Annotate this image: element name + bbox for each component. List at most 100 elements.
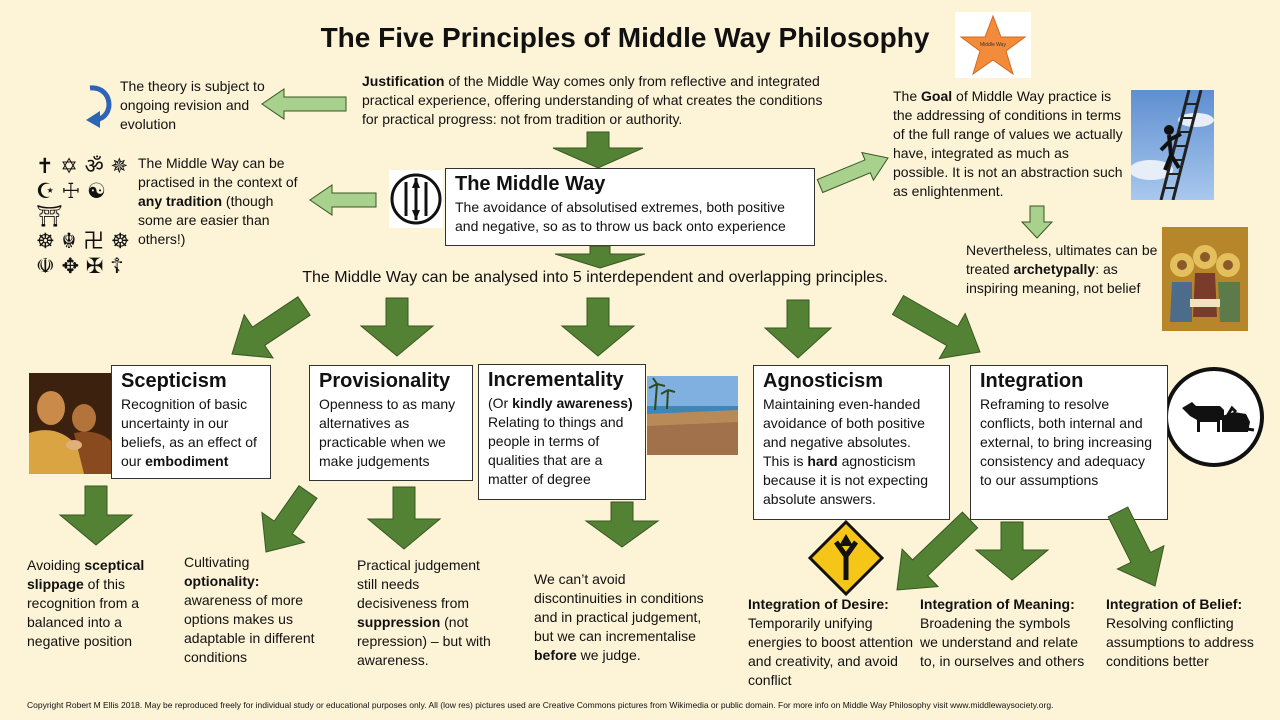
integration-heading: Integration [980, 370, 1084, 392]
logo-text: Middle Way [980, 42, 1006, 48]
symbol-lotus-icon: ☫ [36, 254, 55, 278]
page-title: The Five Principles of Middle Way Philos… [320, 22, 930, 53]
justification-text: Justification of the Middle Way comes on… [362, 72, 842, 129]
symbol-crescent-icon: ☪ [36, 179, 55, 203]
scepticism-pre: Recognition of basic uncertainty in our … [121, 396, 257, 469]
desire-bold: Integration of Desire: [748, 596, 889, 612]
discontinuities-post: we judge. [576, 647, 641, 663]
trinity-icon-picture [1162, 227, 1248, 331]
integration-box: Integration Reframing to resolve conflic… [970, 365, 1168, 520]
arrow-justification-down [552, 131, 644, 169]
ultimates-bold: archetypally [1013, 261, 1096, 277]
justification-rest: of the Middle Way comes only from reflec… [362, 73, 823, 127]
incrementality-body: (Or kindly awareness) Relating to things… [488, 394, 636, 489]
integration-meaning-text: Integration of Meaning: Broadening the s… [920, 595, 1085, 671]
decisiveness-bold: suppression [357, 614, 441, 630]
symbol-wheel-icon: ☸ [110, 229, 130, 253]
ultimates-pre: Nevertheless, ultimates can be treated [966, 242, 1158, 277]
discontinuities-pre: We can’t avoid discontinuities in condit… [534, 571, 704, 644]
agnosticism-body: Maintaining even-handed avoidance of bot… [763, 395, 940, 509]
tradition-pre: The Middle Way can be practised in the c… [138, 155, 298, 190]
horse-donkey-icon [1162, 366, 1266, 468]
symbol-maltese-cross-icon: ✠ [85, 254, 104, 278]
tradition-note: The Middle Way can be practised in the c… [138, 154, 298, 249]
thomas-painting-picture [29, 373, 113, 474]
incrementality-box: Incrementality (Or kindly awareness) Rel… [478, 364, 646, 500]
star-logo: Middle Way [955, 12, 1031, 78]
discontinuities-bold: before [534, 647, 577, 663]
provisionality-body: Openness to as many alternatives as prac… [319, 396, 456, 469]
decisiveness-text: Practical judgement still needs decisive… [357, 556, 497, 670]
ultimates-text: Nevertheless, ultimates can be treated a… [966, 241, 1161, 298]
optionality-pre: Cultivating [184, 554, 250, 570]
scepticism-heading: Scepticism [121, 370, 227, 392]
meaning-post: Broadening the symbols we understand and… [920, 615, 1085, 669]
ladder-climber-picture [1131, 90, 1214, 200]
arrow-to-agnosticism [763, 299, 833, 359]
desire-post: Temporarily unifying energies to boost a… [748, 615, 914, 688]
optionality-post: awareness of more options makes us adapt… [184, 592, 315, 665]
tradition-bold: any tradition [138, 193, 223, 209]
symbol-celtic-cross-icon: ☩ [61, 179, 81, 203]
agnosticism-post: agnosticism because it is not expecting … [763, 453, 928, 507]
arrow-to-tradition [309, 184, 377, 216]
symbol-khanda-icon: ☬ [61, 229, 77, 253]
belief-post: Resolving conflicting assumptions to add… [1106, 615, 1254, 669]
scepticism-box: Scepticism Recognition of basic uncertai… [111, 365, 271, 479]
arrow-incrementality-down [584, 501, 660, 548]
arrow-to-integration [891, 294, 981, 360]
symbol-om-icon: ॐ [84, 154, 104, 178]
middle-way-emblem [389, 170, 443, 228]
symbol-star-of-david-icon: ✡ [60, 154, 78, 178]
arrow-to-incrementality [560, 297, 636, 357]
symbol-orthodox-cross-icon: ☦ [110, 254, 124, 278]
decisiveness-post: (not repression) – but with awareness. [357, 614, 491, 668]
symbol-yin-yang-icon: ☯ [87, 179, 106, 203]
beach-picture [647, 376, 738, 455]
arrow-integration-left [896, 511, 979, 591]
ultimates-post: : as inspiring meaning, not belief [966, 261, 1141, 296]
justification-bold: Justification [362, 73, 445, 89]
goal-post: of Middle Way practice is the addressing… [893, 88, 1123, 199]
decisiveness-pre: Practical judgement still needs decisive… [357, 557, 480, 611]
symbol-cross-icon: ✝ [36, 154, 54, 178]
arrow-provisionality-left [261, 485, 318, 553]
scepticism-bold: embodiment [145, 453, 229, 469]
middle-way-heading: The Middle Way [455, 173, 606, 195]
integration-belief-text: Integration of Belief: Resolving conflic… [1106, 595, 1256, 671]
religious-symbols-grid: ✝ ✡ ॐ ✵ ☪ ☩ ☯ ⛩ ☸ ☬ 卍 ☸ ☫ ✥ ✠ ☦ [36, 154, 136, 279]
symbol-swastika-icon: 卍 [83, 229, 105, 253]
symbol-dharma-wheel-icon: ☸ [36, 229, 55, 253]
agnosticism-pre: Maintaining even-handed avoidance of bot… [763, 396, 925, 469]
analysis-line: The Middle Way can be analysed into 5 in… [302, 269, 888, 286]
circular-arrow-icon [82, 82, 116, 128]
goal-text: The Goal of Middle Way practice is the a… [893, 87, 1128, 201]
slippage-post: of this recognition from a balanced into… [27, 576, 140, 649]
agnosticism-bold: hard [807, 453, 838, 469]
arrow-scepticism-down [58, 485, 134, 546]
agnosticism-heading: Agnosticism [763, 370, 884, 392]
symbol-torii-icon: ⛩ [36, 204, 63, 228]
tradition-post: (though some are easier than others!) [138, 193, 274, 247]
arrow-to-scepticism [231, 296, 311, 359]
meaning-bold: Integration of Meaning: [920, 596, 1075, 612]
goal-pre: The [893, 88, 922, 104]
optionality-text: Cultivating optionality: awareness of mo… [184, 553, 324, 667]
revision-note: The theory is subject to ongoing revisio… [120, 78, 265, 132]
slippage-pre: Avoiding [27, 557, 85, 573]
arrow-provisionality-down [366, 486, 442, 550]
provisionality-heading: Provisionality [319, 370, 451, 392]
incrementality-bold: kindly awareness) [512, 395, 633, 411]
integration-desire-text: Integration of Desire: Temporarily unify… [748, 595, 913, 690]
arrow-to-provisionality [359, 297, 435, 357]
optionality-bold: optionality: [184, 573, 260, 589]
scepticism-body: Recognition of basic uncertainty in our … [121, 395, 261, 471]
discontinuities-text: We can’t avoid discontinuities in condit… [534, 570, 714, 665]
arrow-integration-down [974, 521, 1050, 581]
merge-sign-icon [807, 519, 885, 597]
provisionality-box: Provisionality Openness to as many alter… [309, 365, 473, 481]
incrementality-heading: Incrementality [488, 369, 624, 391]
incrementality-pre: (Or [488, 395, 513, 411]
middle-way-body: The avoidance of absolutised extremes, b… [455, 199, 786, 234]
agnosticism-box: Agnosticism Maintaining even-handed avoi… [753, 365, 950, 520]
